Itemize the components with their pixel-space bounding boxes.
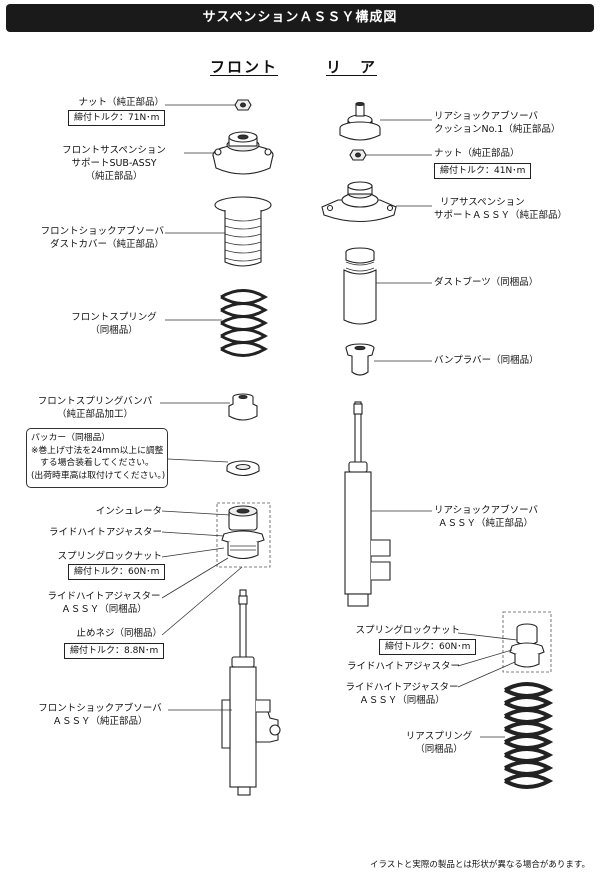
packer-note-line-3: (出荷時車高は取付けてください。)	[31, 470, 166, 481]
rear-cushion-label: リアショックアブソーバクッションNo.1（純正部品）	[434, 111, 561, 135]
front-spring-label: フロントスプリング（同梱品）	[71, 312, 157, 336]
rear-header: リ ア	[326, 58, 378, 76]
rear-spring-lock-nut-label: スプリングロックナット	[355, 625, 460, 636]
front-adjuster-box	[216, 502, 271, 568]
rear-nut-torque: 締付トルク：41N･m	[434, 163, 532, 179]
front-set-screw-label: 止めネジ（同梱品）	[76, 628, 162, 639]
rear-bump-rubber-label: バンプラバー（同梱品）	[434, 355, 539, 366]
footer-disclaimer: イラストと実際の製品とは形状が異なる場合があります。	[370, 860, 590, 870]
front-spring-part	[220, 289, 268, 357]
front-lock-nut-torque: 締付トルク：60N･m	[68, 564, 166, 580]
front-set-screw-torque: 締付トルク：8.8N･m	[64, 643, 165, 659]
front-packer-part	[226, 460, 260, 477]
rear-spring-part	[504, 682, 554, 789]
packer-note-line-1: ※巻上げ寸法を24mm以上に調整	[31, 445, 164, 456]
packer-note-box: パッカー（同梱品） ※巻上げ寸法を24mm以上に調整 する場合装着してください。…	[26, 428, 168, 488]
front-dust-cover-part	[214, 196, 272, 267]
front-bumper-label: フロントスプリングバンパ（純正部品加工）	[37, 396, 153, 420]
rear-nut-part	[349, 149, 367, 161]
rear-nut-label: ナット（純正部品）	[434, 148, 520, 159]
rear-support-part	[321, 181, 397, 222]
front-header: フロント	[210, 58, 279, 76]
rear-adjuster-part	[509, 623, 545, 668]
packer-note-line-2: する場合装着してください。	[40, 458, 154, 468]
front-ride-height-adjuster-label: ライドハイトアジャスター	[49, 527, 162, 538]
page-title: サスペンションＡＳＳＹ構成図	[202, 10, 398, 25]
rear-lock-nut-torque: 締付トルク：60N･m	[379, 639, 477, 655]
title-bar: サスペンションＡＳＳＹ構成図	[6, 4, 594, 32]
rear-shock-part	[344, 401, 391, 607]
front-shock-part	[221, 589, 281, 796]
front-spring-lock-nut-label: スプリングロックナット	[57, 551, 162, 562]
rear-dust-boots-label: ダストブーツ（同梱品）	[434, 277, 539, 288]
rear-cushion-part	[339, 102, 381, 141]
front-dust-cover-label: フロントショックアブソーバダストカバー（純正部品）	[40, 226, 164, 250]
rear-spring-label: リアスプリング（同梱品）	[405, 731, 473, 755]
front-support-label: フロントサスペンションサポートSUB-ASSY（純正部品）	[62, 145, 166, 182]
packer-label: パッカー（同梱品）	[31, 433, 111, 443]
front-adjuster-part	[221, 505, 265, 560]
front-nut-torque: 締付トルク：71N･m	[68, 110, 166, 126]
rear-leader-lines	[366, 119, 518, 738]
rear-dust-boots-part	[343, 247, 377, 325]
front-nut-part	[234, 99, 252, 111]
rear-adjuster-box	[502, 611, 552, 673]
front-nut-label: ナット（純正部品）	[78, 97, 164, 108]
front-bumper-part	[228, 393, 258, 421]
rear-support-label: リアサスペンションサポートＡＳＳＹ（純正部品）	[434, 197, 568, 221]
front-support-part	[212, 131, 274, 175]
front-leader-lines	[160, 104, 243, 711]
front-insulator-label: インシュレータ	[95, 506, 162, 517]
rear-ride-height-adjuster-label: ライドハイトアジャスター	[347, 661, 460, 672]
rear-bump-rubber-part	[345, 343, 375, 376]
